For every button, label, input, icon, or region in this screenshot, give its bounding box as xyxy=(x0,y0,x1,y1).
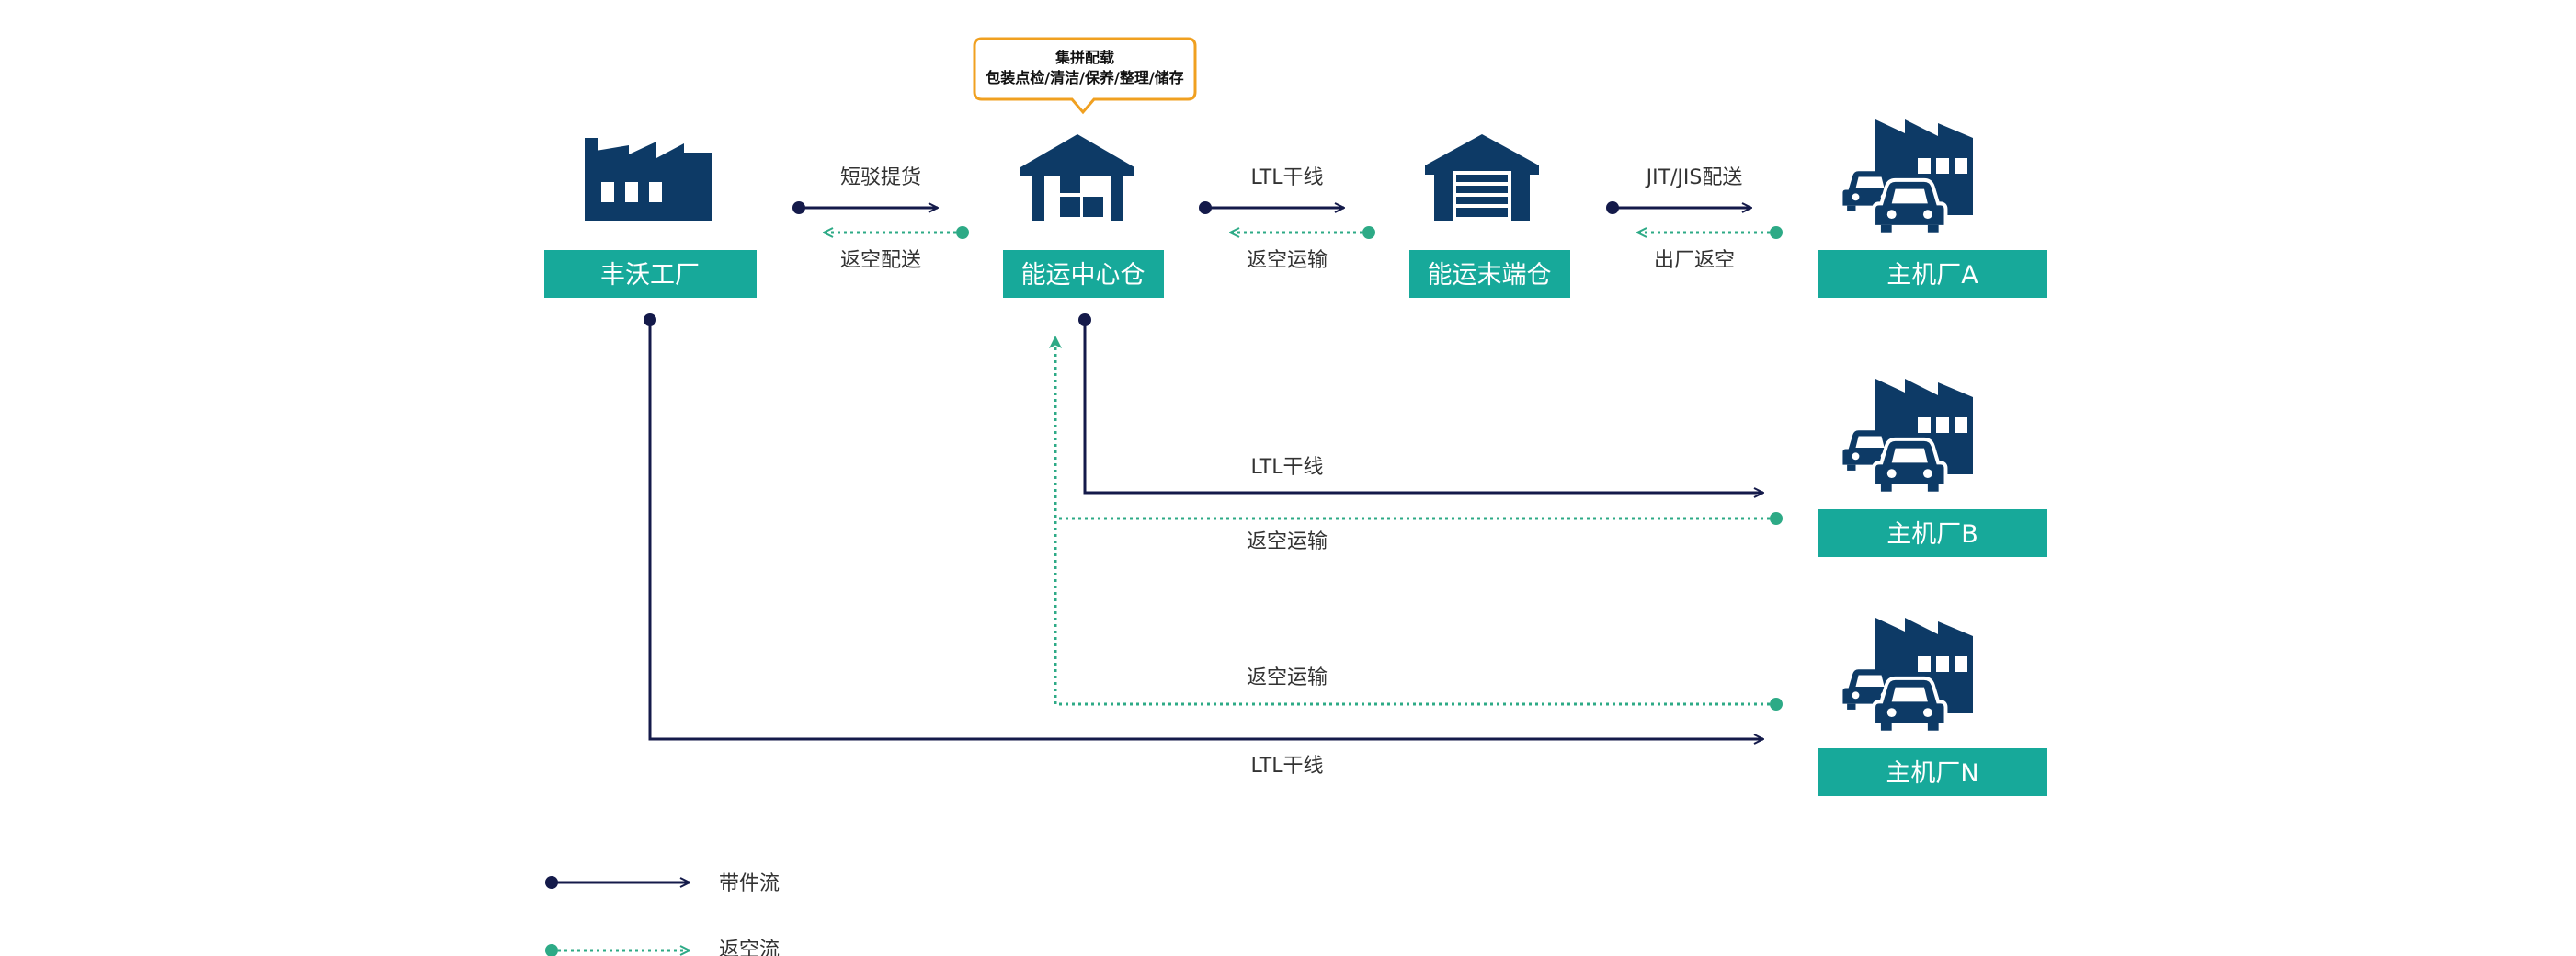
node-label-oem-a: 主机厂A xyxy=(1886,261,1978,290)
flow-center-terminal: LTL干线 返空运输 xyxy=(1199,166,1375,272)
service-callout: 集拼配载 包装点检/清洁/保养/整理/储存 xyxy=(973,37,1197,115)
flow-label-b-return: 返空运输 xyxy=(1247,530,1328,553)
flow-label-short-pickup: 短驳提货 xyxy=(840,166,921,189)
legend: 带件流 返空流 xyxy=(545,872,780,956)
warehouse-icon xyxy=(1020,134,1134,221)
flow-label-b-ltl: LTL干线 xyxy=(1251,456,1324,479)
garage-icon xyxy=(1425,134,1539,221)
node-label-terminal: 能运末端仓 xyxy=(1428,261,1552,290)
flow-label-return-delivery: 返空配送 xyxy=(840,249,921,272)
legend-label-empty: 返空流 xyxy=(719,939,780,956)
callout-line-2: 包装点检/清洁/保养/整理/储存 xyxy=(986,69,1183,86)
legend-label-loaded: 带件流 xyxy=(719,872,780,895)
oem-plant-icon-n xyxy=(1842,618,1973,731)
flow-fengwo-center: 短驳提货 返空配送 xyxy=(792,166,969,272)
oem-plant-icon-a xyxy=(1842,120,1973,233)
node-label-oem-n: 主机厂N xyxy=(1886,759,1978,788)
flow-label-ltl: LTL干线 xyxy=(1251,166,1324,189)
node-oem-a: 主机厂A xyxy=(1818,250,2047,298)
flow-terminal-oem-a: JIT/JIS配送 出厂返空 xyxy=(1606,166,1783,272)
flow-center-oem-b-loaded: LTL干线 xyxy=(1078,313,1763,493)
flow-label-jit-jis: JIT/JIS配送 xyxy=(1645,166,1743,189)
factory-icon xyxy=(585,138,712,221)
flow-oem-n-center-return: 返空运输 xyxy=(1049,336,1783,711)
callout-line-1: 集拼配载 xyxy=(1054,49,1114,66)
flow-label-return-transport: 返空运输 xyxy=(1247,249,1328,272)
node-fengwo-factory: 丰沃工厂 xyxy=(544,250,757,298)
flow-label-factory-return: 出厂返空 xyxy=(1654,249,1735,272)
oem-plant-icon-b xyxy=(1842,379,1973,492)
node-label-center: 能运中心仓 xyxy=(1021,261,1146,290)
node-label-oem-b: 主机厂B xyxy=(1886,520,1978,549)
flow-oem-b-center-return: 返空运输 xyxy=(1055,512,1783,553)
flow-label-n-return: 返空运输 xyxy=(1247,666,1328,689)
legend-item-empty: 返空流 xyxy=(545,939,780,956)
legend-item-loaded: 带件流 xyxy=(545,872,780,895)
node-oem-b: 主机厂B xyxy=(1818,509,2047,557)
node-terminal-warehouse: 能运末端仓 xyxy=(1409,250,1570,298)
node-center-warehouse: 能运中心仓 xyxy=(1003,250,1164,298)
flow-label-n-ltl: LTL干线 xyxy=(1251,755,1324,778)
node-label-fengwo: 丰沃工厂 xyxy=(600,261,700,290)
flow-fengwo-oem-n-loaded: LTL干线 xyxy=(644,313,1763,778)
node-oem-n: 主机厂N xyxy=(1818,748,2047,796)
